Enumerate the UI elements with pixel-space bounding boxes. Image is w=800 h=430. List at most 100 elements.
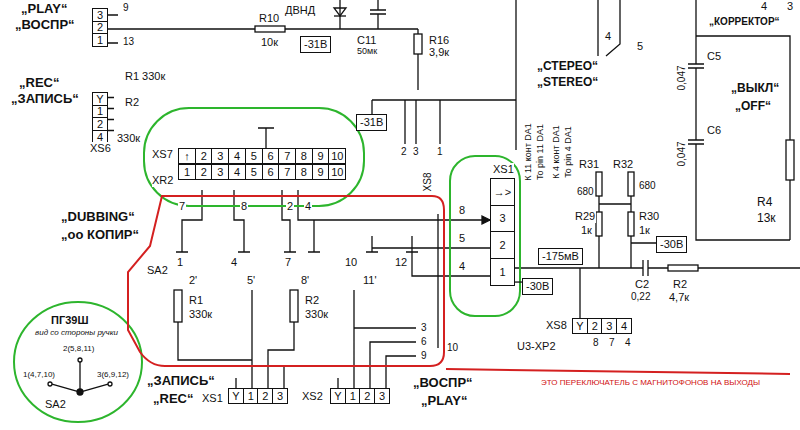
pin-row: Y124: [92, 92, 108, 144]
pin-number: 1: [350, 391, 356, 402]
pin-cell: 8: [295, 148, 313, 164]
component-label: ДВНД: [284, 4, 316, 17]
component-label: 10: [344, 256, 358, 269]
connector: [515, 282, 522, 283]
voltage-box: -31В: [300, 36, 331, 53]
pin-number: 4: [234, 151, 240, 162]
pin-number: 2: [592, 321, 598, 332]
pin-row: Y234: [572, 318, 632, 334]
component-label: 5': [246, 274, 256, 287]
mode-label: „ЗАПИСЬ“: [146, 374, 216, 389]
component-label: R2: [672, 278, 688, 291]
switch-pictogram: [77, 389, 83, 395]
capacitor-symbol: [643, 260, 648, 276]
pin-cell: 6: [262, 164, 280, 180]
component-label: 7: [284, 256, 292, 269]
pin-cell: 2: [490, 231, 515, 259]
component-label: R4: [756, 196, 773, 210]
pin-cell: 9: [312, 148, 330, 164]
pin-number: 2: [97, 119, 103, 130]
capacitor-symbol: [370, 0, 386, 29]
pin-number: Y: [576, 321, 583, 332]
connector-name: XS7: [152, 148, 173, 160]
component-label: 4: [304, 200, 312, 213]
component-label: R2: [124, 96, 140, 109]
connector-name: XS6: [90, 142, 111, 155]
highlight-outline: [128, 196, 444, 366]
component-label: R2: [304, 294, 320, 307]
voltage-box: -31В: [356, 114, 387, 131]
pin-number: 2: [97, 22, 103, 33]
pin-number: 2: [499, 240, 505, 251]
pin-number: 10: [331, 167, 343, 178]
pin-number: 4: [621, 321, 627, 332]
resistor-symbol: [668, 265, 698, 271]
wire: [258, 128, 274, 148]
pin-cell: 3: [272, 388, 288, 404]
pin-cell: 1: [243, 388, 259, 404]
connector-block: Y123XS1: [228, 388, 288, 404]
pin-cell: 1: [345, 388, 361, 404]
pin-cell: 3: [374, 388, 390, 404]
component-label: 680: [576, 186, 595, 198]
component-label: 13к: [756, 212, 777, 226]
component-label: 6: [420, 336, 428, 348]
pin-cell: 5: [245, 164, 263, 180]
pin-number: 8: [301, 167, 307, 178]
pin-cell: 10: [328, 148, 346, 164]
mode-label: „ВЫКЛ“: [730, 82, 780, 96]
component-label: C2: [634, 278, 650, 291]
pin-number: Y: [96, 94, 103, 105]
component-label: 7: [608, 337, 616, 349]
component-label: R32: [612, 158, 634, 171]
resistor-symbol: [628, 212, 634, 236]
component-label: C11: [356, 34, 377, 47]
pin-row: Y123: [330, 388, 390, 404]
component-label: 4,7к: [668, 291, 690, 304]
annotation-line: [446, 369, 790, 374]
component-label: 1(4,7,10): [22, 370, 56, 379]
pin-cell: 1: [178, 164, 196, 180]
pin-number: 9: [318, 151, 324, 162]
connector-name: XS7: [152, 148, 173, 161]
component-label: 3(6,9,12): [96, 370, 130, 379]
pin-cell: 2: [195, 148, 213, 164]
component-label: 11': [362, 274, 378, 287]
resistor-symbol: [255, 26, 285, 32]
component-label: 4: [604, 30, 612, 43]
pin-number: 3: [277, 391, 283, 402]
mode-label: „PLAY“: [420, 394, 468, 409]
mode-label: „СТЕРЕО“: [536, 60, 599, 74]
switch-pictogram: [78, 358, 82, 362]
signal-label: XS8: [423, 172, 433, 193]
pin-number: 3: [97, 10, 103, 21]
component-label: R31: [578, 158, 600, 171]
component-label: 9: [122, 2, 130, 14]
component-label: R30: [638, 210, 660, 223]
wire: [108, 98, 114, 131]
component-label: 1к: [580, 224, 593, 237]
switch-pictogram: [48, 382, 52, 386]
component-label: 3: [786, 0, 794, 13]
resistor-symbol: [628, 172, 634, 196]
pin-number: →>: [494, 187, 511, 198]
signal-label: To pin 11 DA1: [536, 123, 545, 181]
pin-number: 5: [251, 151, 257, 162]
signal-label: 0,047: [677, 140, 687, 167]
pin-row: 321: [92, 8, 108, 47]
component-label: SA2: [146, 264, 169, 277]
pin-number: Y: [334, 391, 341, 402]
switch-contact: [176, 251, 418, 252]
pin-number: 4: [234, 167, 240, 178]
pin-number: 1: [248, 391, 254, 402]
connector-block: 321: [92, 8, 108, 47]
pin-cell: 9: [312, 164, 330, 180]
resistor-symbol: [174, 290, 182, 322]
component-label: 1к: [638, 224, 651, 237]
connector-name: XS8: [546, 319, 567, 331]
pin-number: 6: [267, 167, 273, 178]
component-label: 13: [122, 36, 135, 48]
pin-cell: 2: [195, 164, 213, 180]
